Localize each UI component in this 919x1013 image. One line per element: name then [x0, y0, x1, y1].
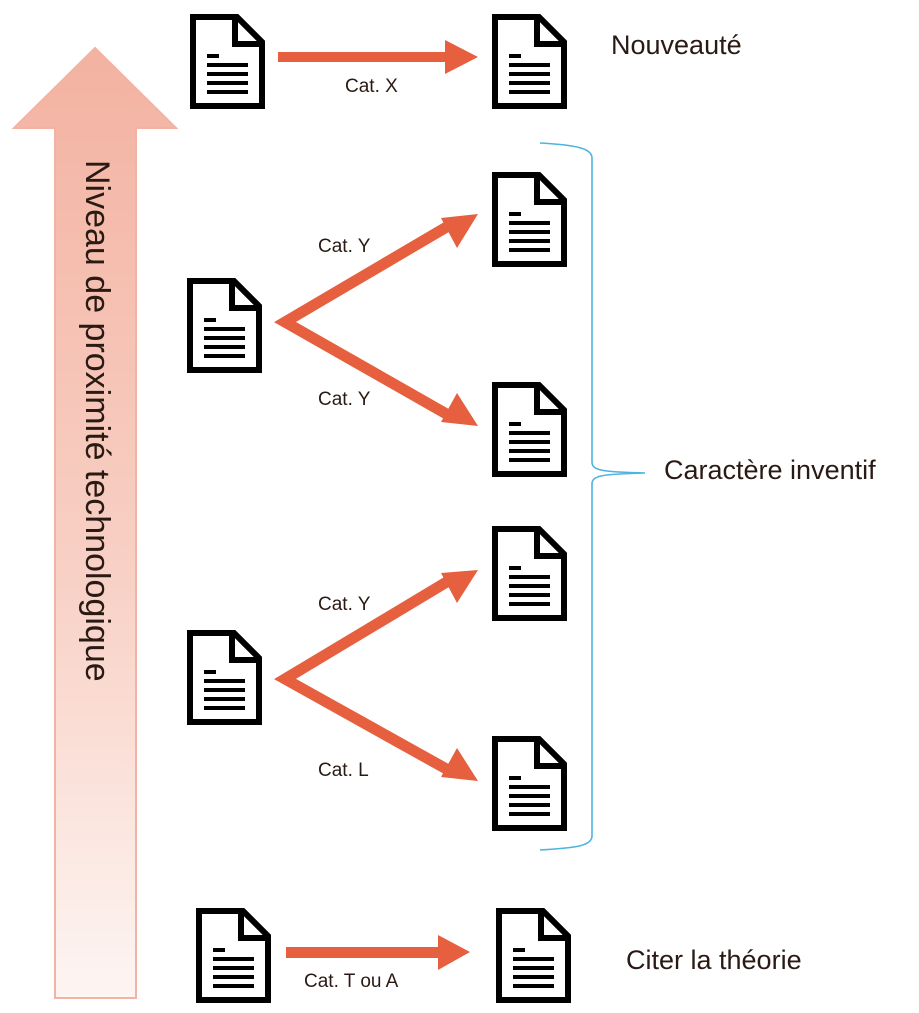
inventive-step-brace [539, 142, 646, 851]
outcome-inventive-step: Caractère inventif [664, 455, 876, 485]
arrowhead [441, 214, 478, 248]
arrowhead [441, 748, 478, 781]
arrowhead [441, 570, 478, 603]
document-icon [495, 385, 564, 474]
arrow-cat-y-3 [274, 575, 453, 776]
arrow-cat-t-ou-a [286, 935, 470, 970]
document-icon [495, 529, 564, 618]
relation-label-cat-y: Cat. Y [318, 389, 371, 410]
document-icon [495, 17, 564, 106]
document-icon [193, 17, 262, 106]
document-icon [499, 911, 568, 1000]
arrow-cat-x [278, 40, 478, 74]
document-icon [190, 633, 259, 722]
document-icon [495, 739, 564, 828]
document-icon [199, 911, 268, 1000]
arrowhead [441, 393, 478, 426]
proximity-axis-label: Niveau de proximité technologique [78, 160, 116, 682]
document-icon [495, 175, 564, 264]
relation-label-cat-t-ou-a: Cat. T ou A [304, 971, 399, 992]
outcome-novelty: Nouveauté [611, 30, 742, 60]
proximity-axis-arrow [11, 46, 179, 999]
outcome-cite-theory: Citer la théorie [626, 945, 802, 975]
relation-label-cat-y: Cat. Y [318, 594, 371, 615]
document-icon [190, 281, 259, 370]
relation-label-cat-l: Cat. L [318, 760, 369, 781]
relation-label-cat-x: Cat. X [345, 76, 398, 97]
relation-label-cat-y: Cat. Y [318, 236, 371, 257]
arrow-cat-y-1 [274, 220, 453, 421]
